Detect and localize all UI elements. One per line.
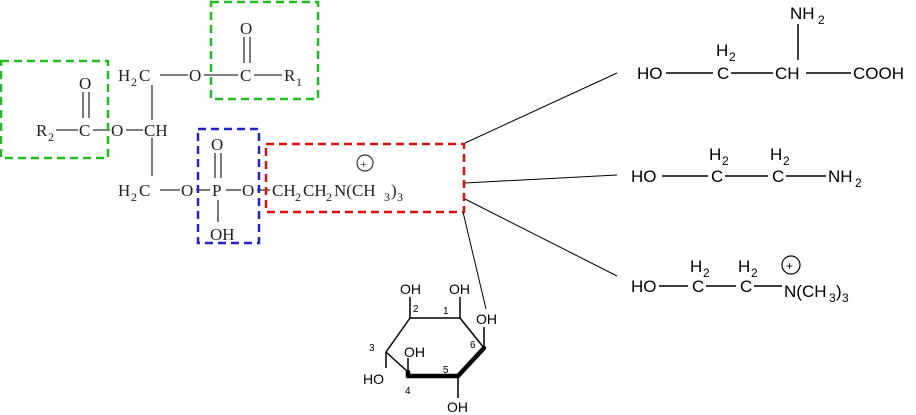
serine-cooh: COOH — [853, 64, 904, 83]
connector-serine — [464, 72, 618, 144]
serine-h2-sub: 2 — [729, 50, 736, 64]
charge-plus: + — [360, 157, 367, 171]
ethanolamine-structure: HO H 2 C H 2 C NH 2 — [631, 145, 862, 190]
r1-sub: 1 — [296, 75, 302, 89]
oh-phos: OH — [210, 225, 235, 244]
headgroup-sub4: 3 — [397, 190, 403, 204]
ester-box-top — [209, 0, 320, 101]
inositol-num-2: 2 — [413, 304, 419, 315]
ethanolamine-h2b-sub: 2 — [783, 154, 790, 168]
ring-bond — [385, 317, 411, 353]
choline-ca: C — [692, 277, 704, 296]
o-mid: O — [111, 121, 123, 140]
c-left: C — [79, 121, 90, 140]
r2-sub: 2 — [48, 130, 54, 144]
r2: R — [36, 121, 48, 140]
inositol-num-5: 5 — [443, 365, 449, 376]
inositol-num-3: 3 — [369, 343, 375, 354]
choline-ho: HO — [631, 277, 657, 296]
choline-h2b: H — [738, 257, 750, 276]
inositol-num-4: 4 — [405, 386, 411, 397]
connector-inositol — [462, 211, 487, 310]
inositol-ho-3: HO — [363, 371, 384, 387]
choline-n-sub: 3 — [829, 291, 836, 305]
connector-ethanolamine — [464, 174, 618, 184]
o-carbonyl-top: O — [240, 19, 252, 38]
serine-ho: HO — [637, 64, 663, 83]
ethanolamine-nh2: NH — [828, 167, 853, 186]
ring-bond — [459, 317, 485, 349]
c-top: C — [240, 66, 251, 85]
ethanolamine-cb: C — [772, 167, 784, 186]
o-top: O — [189, 66, 201, 85]
choline-n: N(CH — [784, 282, 827, 301]
r1: R — [284, 66, 296, 85]
h2c-top-h: H — [118, 66, 130, 85]
ethanolamine-h2a: H — [709, 145, 721, 164]
o-phos-top: O — [211, 135, 223, 154]
h2c-bot-h: H — [118, 181, 130, 200]
inositol-structure: OH OH OH OH HO OH 2 1 6 3 4 5 — [363, 281, 497, 415]
headgroup-box — [264, 142, 466, 214]
headgroup-close: ) — [391, 181, 397, 200]
serine-nh2-sub: 2 — [818, 13, 825, 27]
ethanolamine-nh2-sub: 2 — [855, 176, 862, 190]
headgroup-sub2: 2 — [326, 190, 332, 204]
choline-h2b-sub: 2 — [751, 266, 758, 280]
choline-structure: HO H 2 C H 2 C N(CH 3 ) 3 + — [631, 255, 849, 305]
connector-choline — [464, 198, 618, 277]
inositol-oh-5: OH — [447, 399, 468, 415]
h2c-bot-sub: 2 — [131, 190, 137, 204]
headgroup-n: N(CH — [334, 181, 376, 200]
p: P — [212, 181, 221, 200]
ethanolamine-ca: C — [711, 167, 723, 186]
h2c-top-sub: 2 — [131, 75, 137, 89]
serine-structure: HO H 2 C CH NH 2 COOH — [637, 4, 904, 83]
inositol-oh-6: OH — [476, 311, 497, 327]
ethanolamine-h2b: H — [770, 145, 782, 164]
inositol-oh-2: OH — [400, 281, 421, 297]
ethanolamine-h2a-sub: 2 — [722, 154, 729, 168]
headgroup-ch2a: CH — [272, 181, 296, 200]
serine-h2: H — [716, 41, 728, 60]
ethanolamine-ho: HO — [631, 167, 657, 186]
serine-c: C — [717, 64, 729, 83]
inositol-num-1: 1 — [443, 306, 449, 317]
o-phos-right: O — [242, 181, 254, 200]
headgroup-sub3: 3 — [384, 190, 390, 204]
ring-bond — [385, 351, 409, 373]
choline-cb: C — [740, 277, 752, 296]
o-bot: O — [181, 181, 193, 200]
choline-h2a-sub: 2 — [703, 266, 710, 280]
h2c-top-c: C — [139, 66, 150, 85]
charge-circle — [356, 154, 374, 172]
h2c-bot-c: C — [139, 181, 150, 200]
phospholipid-structure: H 2 C O C O R 1 R 2 C O O CH H 2 C O P — [36, 19, 403, 244]
ch-mid: CH — [144, 121, 168, 140]
inositol-num-6: 6 — [470, 340, 476, 351]
headgroup-sub1: 2 — [295, 190, 301, 204]
ring-bond-front — [455, 345, 487, 379]
phosphate-box — [196, 127, 261, 245]
ester-box-left — [0, 59, 110, 160]
serine-ch: CH — [775, 64, 800, 83]
inositol-oh-4: OH — [404, 344, 425, 360]
choline-h2a: H — [690, 257, 702, 276]
inositol-oh-1: OH — [449, 281, 470, 297]
choline-n-close: ) — [836, 282, 842, 301]
headgroup-ch2b: CH — [303, 181, 327, 200]
o-carbonyl-left: O — [79, 74, 91, 93]
serine-nh2: NH — [790, 4, 815, 23]
choline-charge-plus: + — [786, 259, 793, 273]
choline-charge-circle — [781, 255, 801, 275]
choline-n-sub2: 3 — [842, 291, 849, 305]
